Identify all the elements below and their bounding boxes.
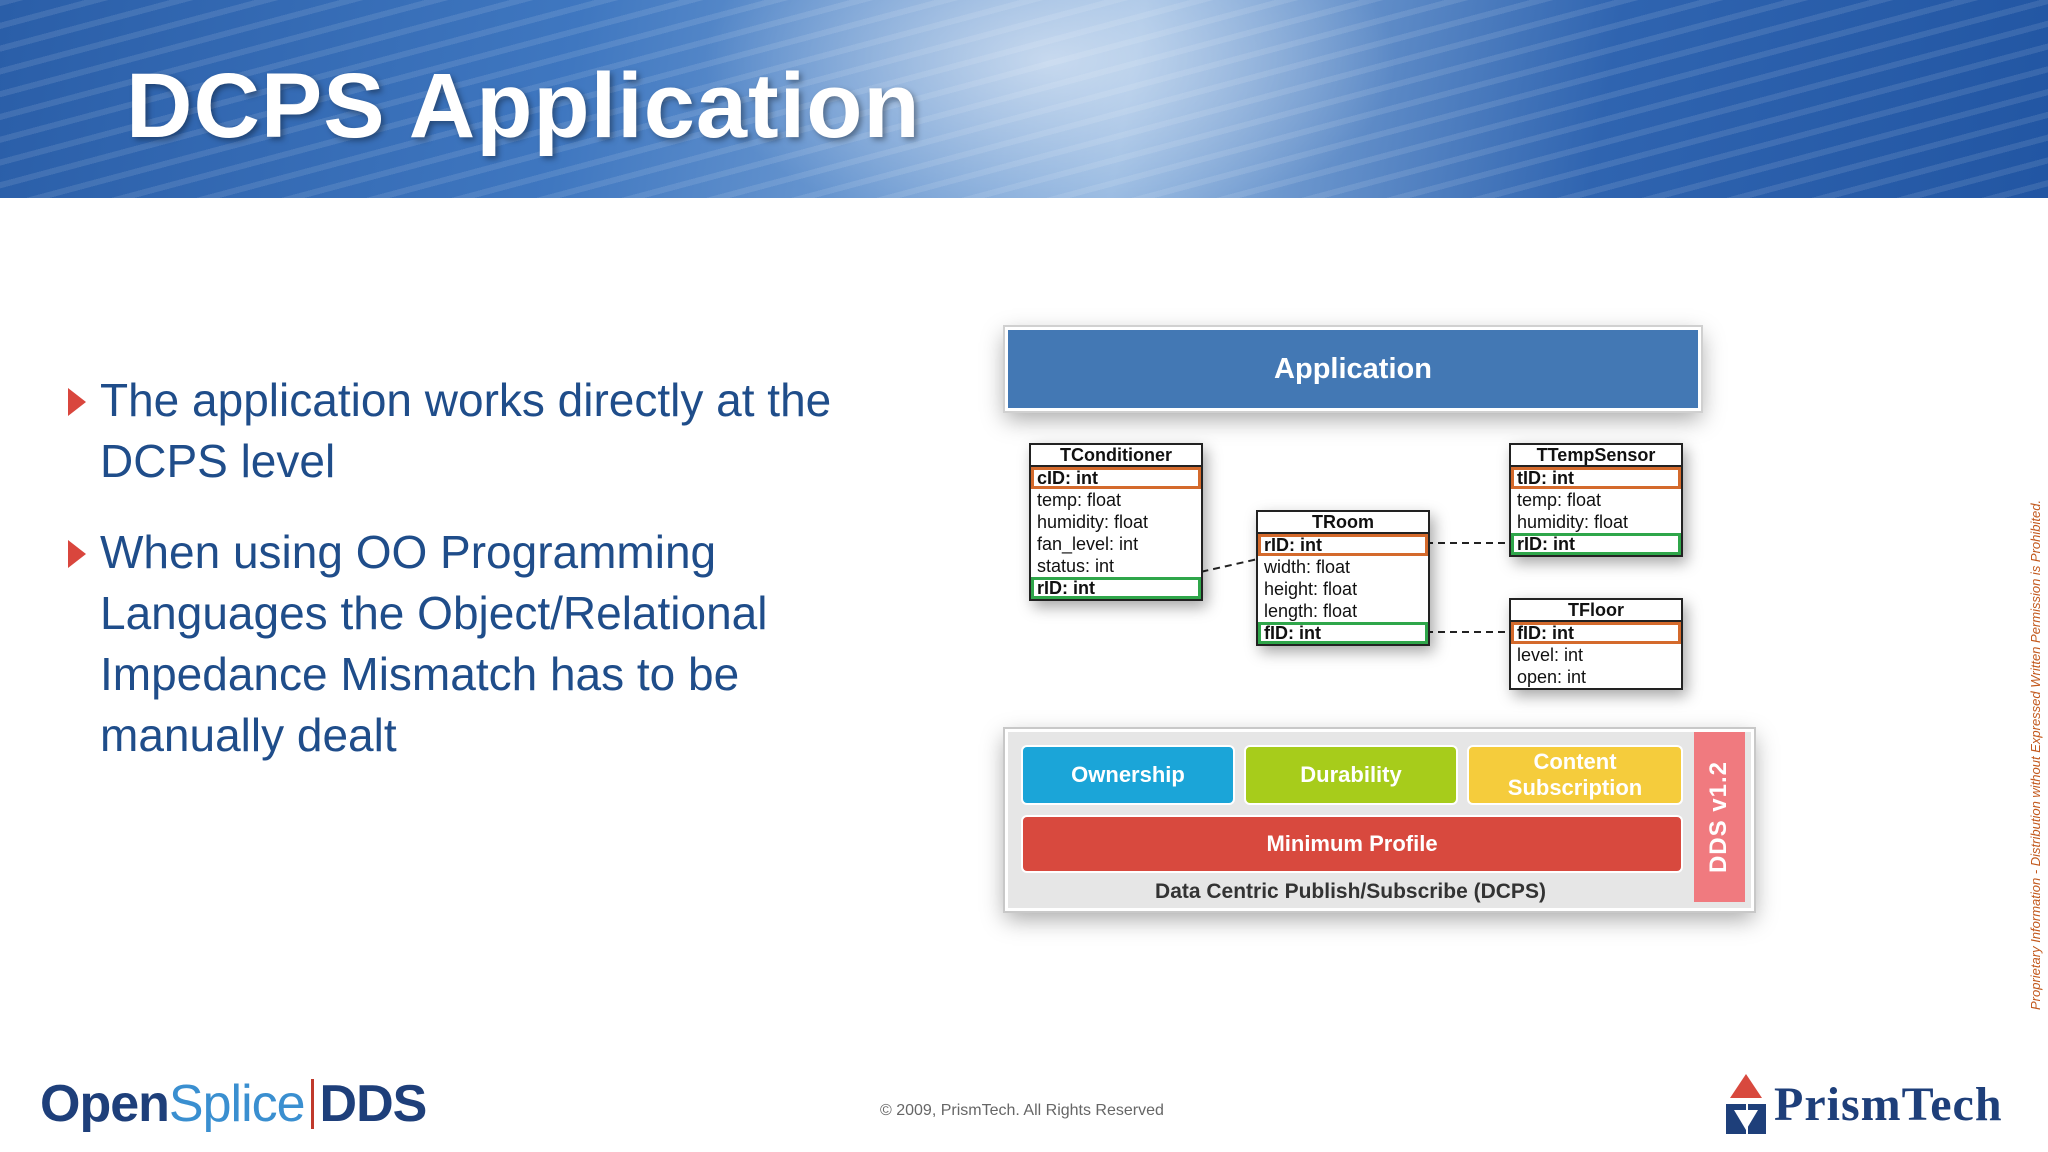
table-tfloor: TFloor fID: int level: int open: int [1509, 598, 1683, 690]
table-title: TFloor [1511, 600, 1681, 622]
table-row: status: int [1037, 556, 1115, 576]
minimum-profile-block: Minimum Profile [1021, 815, 1683, 873]
logo-dds: DDS [319, 1075, 428, 1133]
copyright-text: © 2009, PrismTech. All Rights Reserved [880, 1102, 1164, 1119]
table-row: width: float [1264, 557, 1351, 577]
table-row: height: float [1264, 579, 1358, 599]
table-title: TTempSensor [1511, 445, 1681, 467]
table-title: TRoom [1258, 512, 1428, 534]
table-row-foreign-key: rID: int [1511, 533, 1681, 555]
table-row: level: int [1517, 645, 1584, 665]
bullet-arrow-icon [68, 388, 86, 416]
proprietary-notice: Proprietary Information - Distribution w… [2028, 499, 2043, 1010]
durability-block: Durability [1244, 745, 1458, 805]
bullet-arrow-icon [68, 540, 86, 568]
table-row: temp: float [1037, 490, 1122, 510]
prism-icon [1726, 1074, 1766, 1134]
bullet-item: The application works directly at the DC… [62, 370, 902, 492]
bullet-text: The application works directly at the DC… [100, 374, 832, 487]
bullet-item: When using OO Programming Languages the … [62, 522, 902, 766]
table-row: length: float [1264, 601, 1358, 621]
table-row: open: int [1517, 667, 1587, 687]
table-row-key: rID: int [1258, 534, 1428, 556]
table-row-foreign-key: fID: int [1258, 622, 1428, 644]
table-row-key: cID: int [1031, 467, 1201, 489]
table-row: humidity: float [1037, 512, 1149, 532]
slide-title: DCPS Application [126, 55, 921, 157]
brand-wordmark: PrismTech [1774, 1077, 2003, 1131]
header-glow [700, 0, 1400, 198]
dcps-stack: Ownership Durability Content Subscriptio… [1005, 729, 1754, 911]
dds-version-tab: DDS v1.2 [1694, 732, 1745, 902]
logo-splice: Splice [168, 1075, 306, 1133]
logo-open: Open [40, 1075, 170, 1133]
table-ttempsensor: TTempSensor tID: int temp: float humidit… [1509, 443, 1683, 557]
content-subscription-block: Content Subscription [1467, 745, 1683, 805]
table-row: fan_level: int [1037, 534, 1139, 554]
prismtech-logo: PrismTech [1724, 1072, 2003, 1136]
bullet-text: When using OO Programming Languages the … [100, 526, 768, 761]
dcps-label: Data Centric Publish/Subscribe (DCPS) [1155, 880, 1546, 903]
table-row: temp: float [1517, 490, 1602, 510]
table-row-key: tID: int [1511, 467, 1681, 489]
table-troom: TRoom rID: int width: float height: floa… [1256, 510, 1430, 646]
dds-version-label: DDS v1.2 [1705, 760, 1733, 874]
application-box: Application [1005, 327, 1701, 411]
ownership-block: Ownership [1021, 745, 1235, 805]
bullet-list: The application works directly at the DC… [62, 370, 902, 796]
table-row: humidity: float [1517, 512, 1629, 532]
table-title: TConditioner [1031, 445, 1201, 467]
table-row-foreign-key: rID: int [1031, 577, 1201, 599]
header-banner: DCPS Application [0, 0, 2048, 198]
table-row-key: fID: int [1511, 622, 1681, 644]
table-tconditioner: TConditioner cID: int temp: float humidi… [1029, 443, 1203, 601]
logo-divider [310, 1079, 314, 1129]
